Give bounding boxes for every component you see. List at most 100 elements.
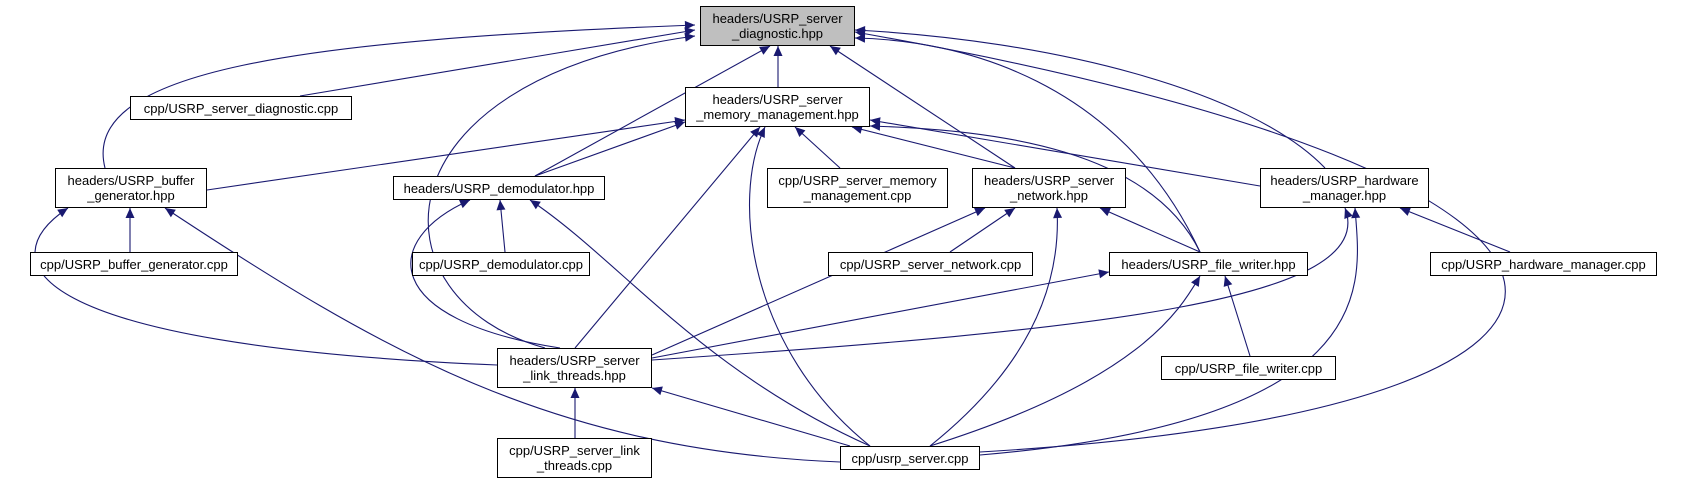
edge-server_cpp-to-link_hpp xyxy=(651,387,851,447)
node-file-writer-hpp[interactable]: headers/USRP_file_writer.hpp xyxy=(1109,252,1308,276)
arrowhead-link_hpp-to-fw_hpp xyxy=(1098,269,1109,279)
node-label-line: cpp/USRP_server_diagnostic.cpp xyxy=(143,100,339,116)
arrowhead-link_hpp-to-mem_hpp xyxy=(750,127,760,138)
node-demodulator-cpp[interactable]: cpp/USRP_demodulator.cpp xyxy=(412,252,590,276)
node-label-line: headers/USRP_hardware xyxy=(1270,173,1419,188)
node-label-line: _generator.hpp xyxy=(87,188,175,203)
node-label-line: cpp/USRP_file_writer.cpp xyxy=(1174,360,1323,376)
arrowhead-buf_hpp-to-diag_hpp xyxy=(684,20,695,30)
edge-hw_hpp-to-mem_hpp xyxy=(869,119,1261,187)
edge-fw_hpp-to-diag_hpp xyxy=(854,37,1201,253)
node-network-cpp[interactable]: cpp/USRP_server_network.cpp xyxy=(828,252,1033,276)
edge-hw_cpp-to-hw_hpp xyxy=(1399,207,1511,253)
edge-server_cpp-to-net_hpp xyxy=(929,207,1058,447)
edge-diag_cpp-to-diag_hpp xyxy=(299,29,696,97)
node-label-line: cpp/USRP_server_link xyxy=(509,443,640,458)
edge-demod_hpp-to-diag_hpp xyxy=(534,45,771,177)
arrowhead-mem_cpp-to-mem_hpp xyxy=(795,127,806,138)
node-label-line: cpp/USRP_buffer_generator.cpp xyxy=(40,256,228,272)
node-link-threads-cpp[interactable]: cpp/USRP_server_link_threads.cpp xyxy=(497,438,652,478)
edge-server_cpp-to-fw_hpp xyxy=(929,275,1201,447)
edge-server_cpp-to-demod_hpp xyxy=(529,199,871,447)
node-label-line: headers/USRP_file_writer.hpp xyxy=(1121,256,1296,272)
edge-server_cpp-to-diag_hpp xyxy=(854,31,1506,453)
arrowhead-server_cpp-to-diag_hpp xyxy=(855,29,866,39)
node-label-line: _manager.hpp xyxy=(1302,188,1387,203)
edge-fw_hpp-to-mem_hpp xyxy=(869,125,1201,253)
node-network-hpp[interactable]: headers/USRP_server_network.hpp xyxy=(972,168,1126,208)
arrowhead-server_cpp-to-hw_hpp xyxy=(1351,208,1361,219)
edge-server_cpp-to-hw_hpp xyxy=(979,207,1358,456)
node-hardware-manager-hpp[interactable]: headers/USRP_hardware_manager.hpp xyxy=(1260,168,1429,208)
node-label-line: _diagnostic.hpp xyxy=(731,26,824,41)
arrowhead-fw_hpp-to-mem_hpp xyxy=(870,121,881,131)
node-buffer-generator-cpp[interactable]: cpp/USRP_buffer_generator.cpp xyxy=(30,252,238,276)
node-usrp-server-cpp[interactable]: cpp/usrp_server.cpp xyxy=(840,446,980,470)
node-label-line: cpp/USRP_server_network.cpp xyxy=(839,256,1022,272)
node-buffer-generator-hpp[interactable]: headers/USRP_buffer_generator.hpp xyxy=(55,168,207,208)
node-label-line: headers/USRP_demodulator.hpp xyxy=(403,180,595,196)
edge-server_cpp-to-buf_hpp xyxy=(164,207,841,463)
node-demodulator-hpp[interactable]: headers/USRP_demodulator.hpp xyxy=(393,176,605,200)
edge-mem_cpp-to-mem_hpp xyxy=(794,126,841,169)
node-label-line: headers/USRP_server xyxy=(712,92,843,107)
edge-fw_cpp-to-fw_hpp xyxy=(1224,275,1251,357)
arrowhead-net_hpp-to-mem_hpp xyxy=(852,125,863,134)
node-label-line: _management.cpp xyxy=(803,188,912,203)
node-label-line: headers/USRP_server xyxy=(983,173,1115,188)
node-memory-management-hpp[interactable]: headers/USRP_server_memory_management.hp… xyxy=(685,87,870,127)
arrowhead-buf_cpp-to-buf_hpp xyxy=(125,208,135,218)
edge-buf_hpp-to-diag_hpp xyxy=(102,24,696,169)
arrowhead-mem_hpp-to-diag_hpp xyxy=(773,46,783,56)
arrowhead-net_cpp-to-net_hpp xyxy=(1004,208,1015,218)
arrowhead-server_cpp-to-buf_hpp xyxy=(165,208,176,218)
node-label-line: cpp/USRP_server_memory xyxy=(778,173,937,188)
edge-demod_hpp-to-mem_hpp xyxy=(534,121,686,177)
arrowhead-demod_hpp-to-diag_hpp xyxy=(759,46,770,55)
node-label-line: headers/USRP_server xyxy=(712,11,843,26)
edge-link_hpp-to-demod_hpp xyxy=(410,199,561,349)
arrowhead-link_cpp-to-link_hpp xyxy=(570,388,580,398)
arrowhead-net_hpp-to-diag_hpp xyxy=(830,46,841,56)
arrowhead-server_cpp-to-link_hpp xyxy=(652,386,663,396)
arrowhead-server_cpp-to-net_hpp xyxy=(1053,208,1063,219)
arrowhead-fw_hpp-to-net_hpp xyxy=(1100,207,1111,217)
arrowhead-server_cpp-to-fw_hpp xyxy=(1191,276,1200,287)
node-diagnostic-cpp[interactable]: cpp/USRP_server_diagnostic.cpp xyxy=(130,96,352,120)
arrowhead-server_cpp-to-demod_hpp xyxy=(530,200,541,210)
edge-buf_hpp-to-mem_hpp xyxy=(206,119,686,191)
node-label-line: headers/USRP_buffer xyxy=(67,173,195,188)
edge-server_cpp-to-mem_hpp xyxy=(749,126,871,447)
arrowhead-hw_cpp-to-hw_hpp xyxy=(1400,207,1411,216)
node-link-threads-hpp[interactable]: headers/USRP_server_link_threads.hpp xyxy=(497,348,652,388)
edge-link_hpp-to-net_hpp xyxy=(651,207,986,356)
arrowhead-demod_cpp-to-demod_hpp xyxy=(496,200,506,211)
arrowhead-fw_cpp-to-fw_hpp xyxy=(1223,276,1233,287)
node-label-line: _memory_management.hpp xyxy=(696,107,859,122)
node-label-line: _link_threads.hpp xyxy=(523,368,626,383)
edge-hw_hpp-to-diag_hpp xyxy=(854,29,1326,169)
edge-link_hpp-to-mem_hpp xyxy=(574,126,761,349)
node-file-writer-cpp[interactable]: cpp/USRP_file_writer.cpp xyxy=(1161,356,1336,380)
arrowhead-link_hpp-to-hw_hpp xyxy=(1344,208,1353,219)
edge-net_hpp-to-mem_hpp xyxy=(851,126,1016,169)
arrowhead-link_hpp-to-demod_hpp xyxy=(459,199,470,209)
node-hardware-manager-cpp[interactable]: cpp/USRP_hardware_manager.cpp xyxy=(1430,252,1657,276)
node-diagnostic-hpp[interactable]: headers/USRP_server_diagnostic.hpp xyxy=(700,6,855,46)
edge-net_hpp-to-diag_hpp xyxy=(829,45,1016,169)
edge-link_hpp-to-fw_hpp xyxy=(651,271,1110,359)
node-label-line: _threads.cpp xyxy=(536,458,613,473)
node-label-line: _network.hpp xyxy=(1009,188,1089,203)
edge-link_hpp-to-buf_hpp xyxy=(34,207,498,366)
node-memory-management-cpp[interactable]: cpp/USRP_server_memory_management.cpp xyxy=(767,168,948,208)
arrowhead-link_hpp-to-net_hpp xyxy=(974,207,985,217)
node-label-line: cpp/usrp_server.cpp xyxy=(851,450,969,466)
node-label-line: cpp/USRP_hardware_manager.cpp xyxy=(1441,256,1646,272)
node-label-line: cpp/USRP_demodulator.cpp xyxy=(418,256,584,272)
edge-net_cpp-to-net_hpp xyxy=(949,207,1016,253)
arrowhead-server_cpp-to-mem_hpp xyxy=(756,127,765,138)
arrowhead-demod_hpp-to-mem_hpp xyxy=(674,121,685,130)
node-label-line: headers/USRP_server xyxy=(509,353,640,368)
